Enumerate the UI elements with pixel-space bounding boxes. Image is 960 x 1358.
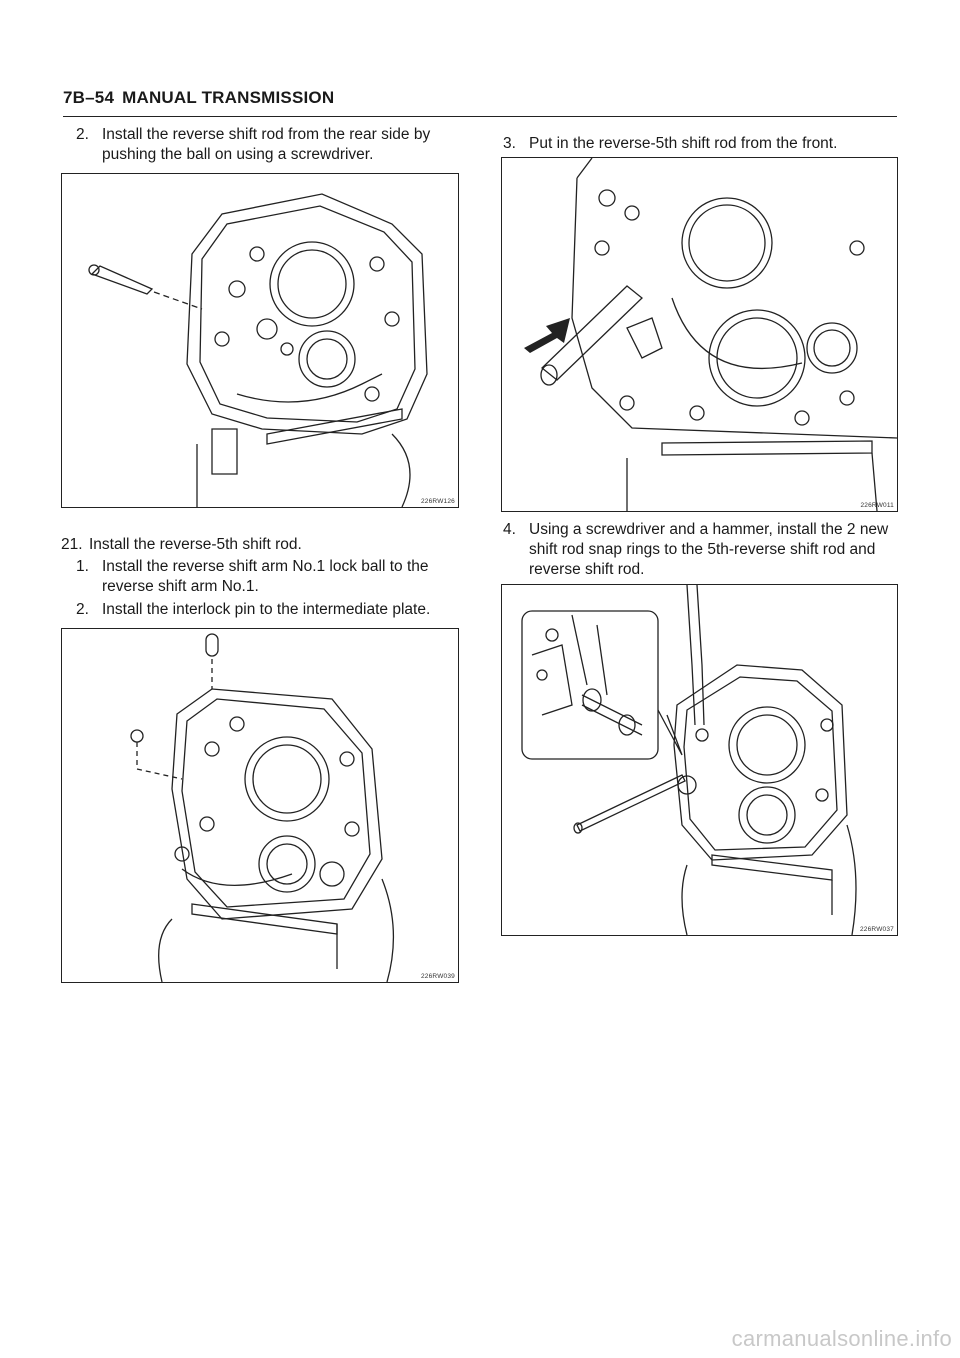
figure-id: 226RW039 [420,973,455,980]
step-3-put-in-rod: 3. Put in the reverse-5th shift rod from… [503,135,838,152]
step-21-install-rod: 21. Install the reverse-5th shift rod. [61,536,302,553]
watermark: carmanualsonline.info [731,1326,952,1351]
header-rule [63,116,897,117]
transmission-illustration [521,585,857,935]
section-number: 7B–54 [63,88,115,107]
figure-226RW037: 226RW037 [501,584,898,936]
figure-id: 226RW037 [859,926,894,933]
figure-226RW011: 226RW011 [501,157,898,512]
transmission-illustration [130,633,395,982]
figure-226RW126: 226RW126 [61,173,459,508]
transmission-illustration [88,193,428,507]
step-4-snap-rings: 4. Using a screwdriver and a hammer, ins… [503,521,889,578]
transmission-illustration [524,158,897,511]
figure-id: 226RW126 [420,498,455,505]
figure-226RW039: 226RW039 [61,628,459,983]
section-title: MANUAL TRANSMISSION [122,88,335,107]
page-header: 7B–54 MANUAL TRANSMISSION [63,88,334,108]
step-2-reverse-rod: 2. Install the reverse shift rod from th… [76,126,431,163]
figure-id: 226RW011 [860,502,894,509]
substep-2-interlock-pin: 2. Install the interlock pin to the inte… [76,601,431,618]
substep-1-lock-ball: 1. Install the reverse shift arm No.1 lo… [76,558,429,595]
